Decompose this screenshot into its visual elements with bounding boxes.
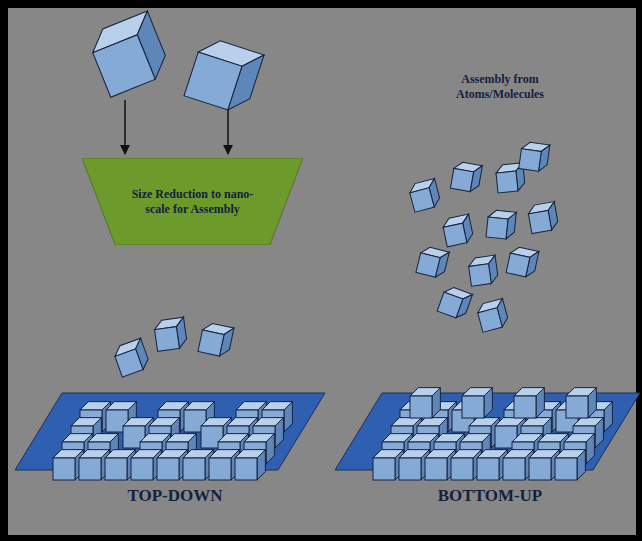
cube [408,178,442,212]
cube [519,141,550,172]
cube [416,246,449,279]
cube [506,246,539,279]
cube [468,255,499,286]
cube [476,298,510,332]
caption-label: BOTTOM-UP [405,485,575,506]
cube [514,388,544,418]
cube [555,450,585,480]
cube [486,209,516,239]
feed-arrow [227,108,229,154]
cube [462,388,492,418]
cube [153,317,187,351]
cube [450,161,482,193]
note-label: Assembly from Atoms/Molecules [430,72,570,102]
cube [112,338,151,377]
cube [235,450,265,480]
cube [527,202,559,234]
cube [566,388,596,418]
ground [8,8,636,535]
feed-arrow [124,100,126,154]
funnel-shape: Size Reduction to nano-scale for Assembl… [82,158,303,245]
cube [198,322,234,358]
cube [86,11,172,97]
funnel-label: Size Reduction to nano-scale for Assembl… [122,183,263,221]
cube [442,214,475,247]
cube [184,35,264,115]
cube [410,388,440,418]
caption-label: TOP-DOWN [95,485,255,506]
cube [437,285,472,320]
